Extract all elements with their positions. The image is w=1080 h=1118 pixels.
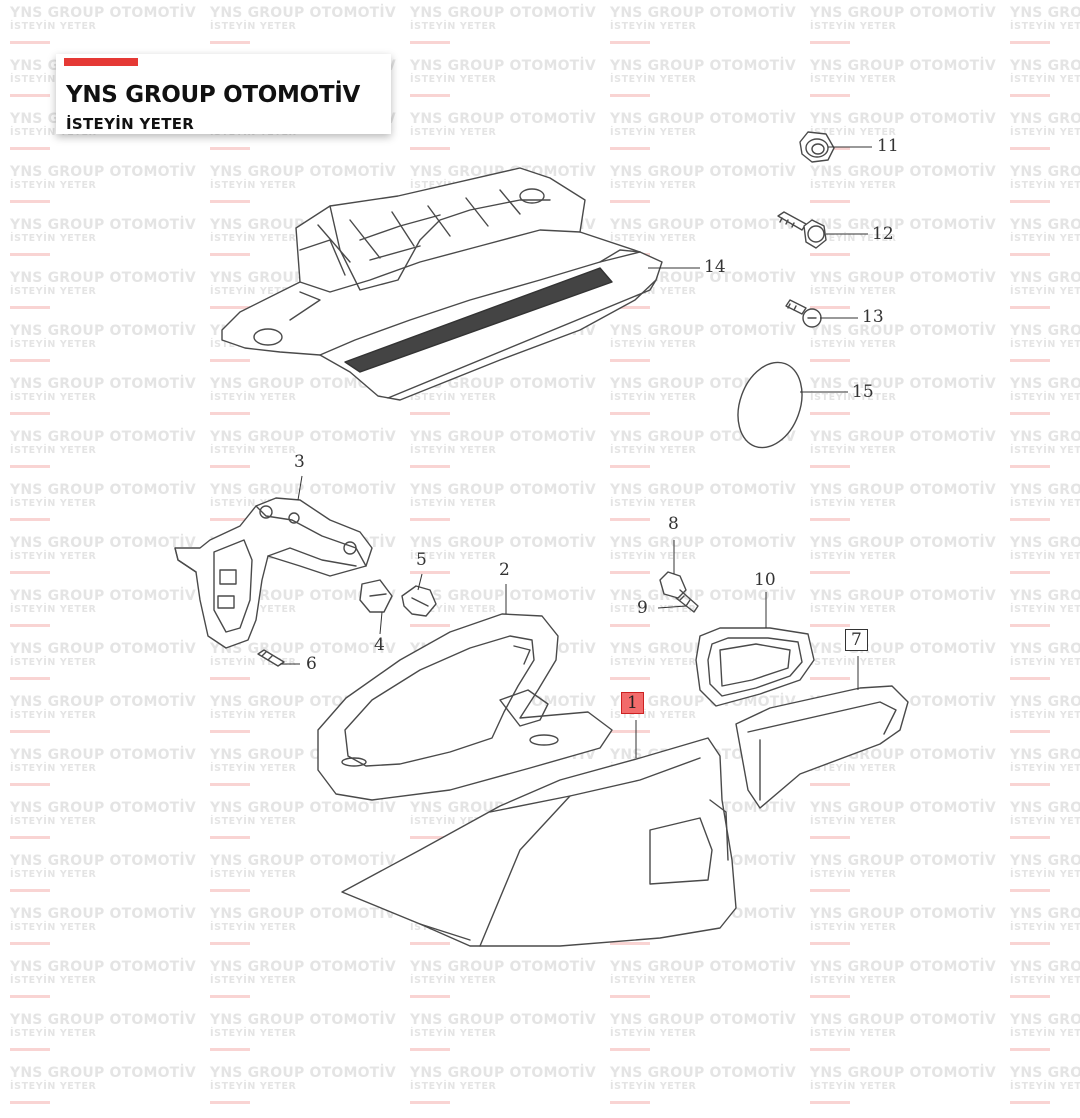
part-label-6: 6 <box>306 654 317 674</box>
watermark-bar <box>410 1101 450 1104</box>
part-13-screw <box>785 299 822 328</box>
part-label-13: 13 <box>862 307 884 327</box>
part-label-7: 7 <box>845 629 868 651</box>
part-1-lamp-housing <box>341 737 737 947</box>
part-8-bolt <box>659 571 699 613</box>
brand-slogan: İSTEYİN YETER <box>66 115 195 133</box>
watermark-bar <box>210 1101 250 1104</box>
watermark-slogan: İSTEYİN YETER <box>210 1081 297 1092</box>
part-5-bulb <box>401 585 437 617</box>
part-label-2: 2 <box>499 560 510 580</box>
part-3-lock-actuator <box>174 497 373 649</box>
brand-name: YNS GROUP OTOMOTİV <box>66 82 361 108</box>
part-10-gasket <box>695 627 815 707</box>
part-12-bolt <box>777 211 827 249</box>
part-label-3: 3 <box>294 452 305 472</box>
part-6-pin <box>257 649 285 667</box>
exploded-parts-diagram <box>174 131 909 947</box>
watermark-slogan: İSTEYİN YETER <box>410 1081 497 1092</box>
part-label-5: 5 <box>416 550 427 570</box>
watermark-bar <box>610 1101 650 1104</box>
part-label-1-highlighted: 1 <box>621 692 644 714</box>
part-label-15: 15 <box>852 382 874 402</box>
watermark-slogan: İSTEYİN YETER <box>1010 1081 1080 1092</box>
brand-card: YNS GROUP OTOMOTİV İSTEYİN YETER <box>56 54 391 134</box>
part-label-9: 9 <box>637 598 648 618</box>
part-4-bulb <box>359 579 393 613</box>
watermark-bar <box>1010 1101 1050 1104</box>
leader-lines <box>280 146 872 758</box>
part-label-10: 10 <box>754 570 776 590</box>
part-11-push-clip <box>799 131 835 163</box>
brand-accent-bar <box>64 58 138 66</box>
watermark-bar <box>810 1101 850 1104</box>
part-label-4: 4 <box>374 635 385 655</box>
part-14-handle-bracket <box>221 167 663 401</box>
watermark-slogan: İSTEYİN YETER <box>810 1081 897 1092</box>
part-label-12: 12 <box>872 224 894 244</box>
part-label-11: 11 <box>877 136 899 156</box>
watermark-slogan: İSTEYİN YETER <box>610 1081 697 1092</box>
part-label-14: 14 <box>704 257 726 277</box>
part-2-housing-frame <box>317 613 613 801</box>
watermark-slogan: İSTEYİN YETER <box>10 1081 97 1092</box>
watermark-bar <box>10 1101 50 1104</box>
part-15-round-cap <box>737 361 803 449</box>
part-label-8: 8 <box>668 514 679 534</box>
part-7-lens-strip <box>735 685 909 809</box>
